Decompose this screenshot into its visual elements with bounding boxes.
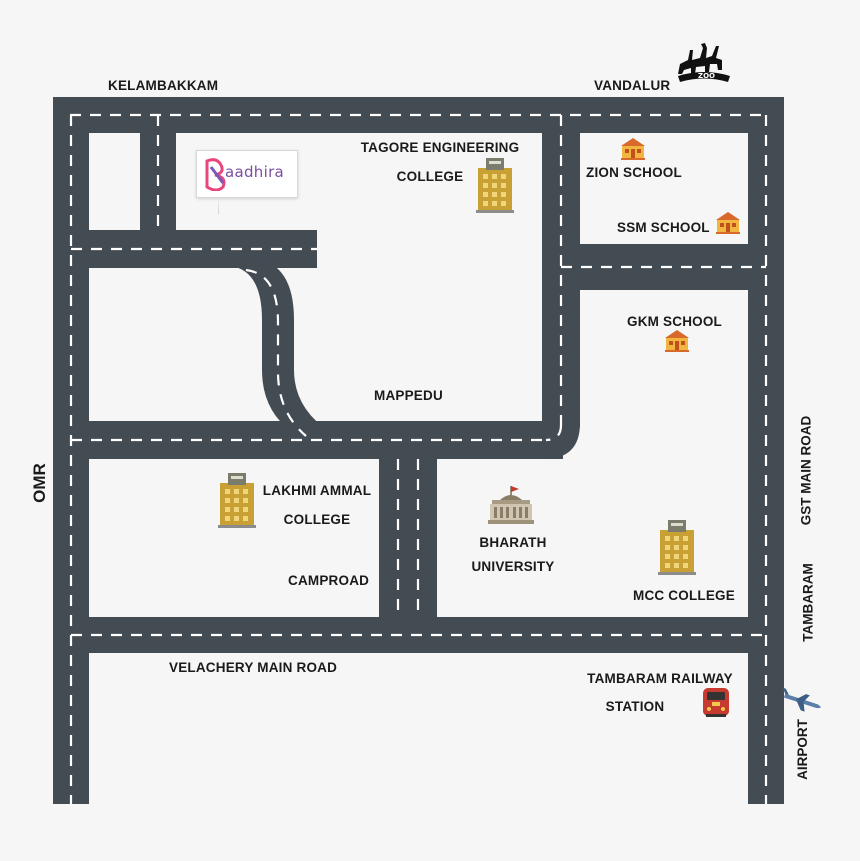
landmark-lakhmi-line2: COLLEGE — [283, 512, 351, 527]
landmark-bharath: BHARATH UNIVERSITY — [458, 531, 568, 579]
road-gst — [748, 97, 784, 804]
road-label-gst: GST MAIN ROAD — [798, 415, 814, 526]
road-markings — [69, 113, 768, 804]
landmark-tagore-line2: COLLEGE — [396, 169, 464, 184]
road-camp — [379, 421, 437, 653]
map-pin-icon[interactable]: aadhira — [196, 150, 298, 218]
landmark-railway: TAMBARAM RAILWAY STATION — [575, 665, 745, 721]
landmark-railway-line2: STATION — [605, 699, 665, 714]
brand-card: aadhira — [196, 150, 298, 198]
airplane-icon — [782, 687, 821, 712]
landmark-zion: ZION SCHOOL — [586, 165, 682, 180]
landmark-railway-line1: TAMBARAM RAILWAY — [587, 671, 733, 686]
train-icon — [703, 688, 729, 717]
university-icon — [488, 486, 534, 524]
school-icon — [621, 138, 645, 160]
road-label-tambaram: TAMBARAM — [800, 563, 816, 642]
landmark-mcc: MCC COLLEGE — [633, 588, 735, 603]
road-curve-connector — [230, 258, 330, 432]
school-icon — [716, 212, 740, 234]
landmark-tagore: TAGORE ENGINEERING COLLEGE — [350, 133, 530, 191]
building-icon — [658, 520, 696, 575]
school-icon — [665, 330, 689, 352]
road-label-vandalur: VANDALUR — [594, 78, 671, 93]
landmark-bharath-line2: UNIVERSITY — [471, 559, 555, 574]
road-label-omr: OMR — [29, 463, 49, 503]
building-icon — [218, 473, 256, 528]
zoo-text: ZOO — [698, 72, 715, 80]
landmark-lakhmi-line1: LAKHMI AMMAL — [262, 483, 372, 498]
pin-tail — [218, 196, 219, 214]
zoo-icon: ZOO — [678, 43, 730, 82]
road-curve-junction — [530, 421, 580, 459]
landmark-lakhmi: LAKHMI AMMAL COLLEGE — [255, 476, 379, 534]
road-label-mappedu: MAPPEDU — [374, 388, 443, 403]
road-label-camproad: CAMPROAD — [288, 573, 370, 588]
road-label-velachery: VELACHERY MAIN ROAD — [169, 660, 338, 675]
landmark-ssm: SSM SCHOOL — [617, 220, 710, 235]
brand-name: aadhira — [225, 163, 285, 181]
landmark-gkm: GKM SCHOOL — [627, 314, 722, 329]
landmark-bharath-line1: BHARATH — [479, 535, 547, 550]
landmark-tagore-line1: TAGORE ENGINEERING — [360, 140, 520, 155]
road-label-kelambakkam: KELAMBAKKAM — [108, 78, 219, 93]
brand-logo — [205, 158, 226, 191]
road-label-airport: AIRPORT — [794, 719, 810, 780]
